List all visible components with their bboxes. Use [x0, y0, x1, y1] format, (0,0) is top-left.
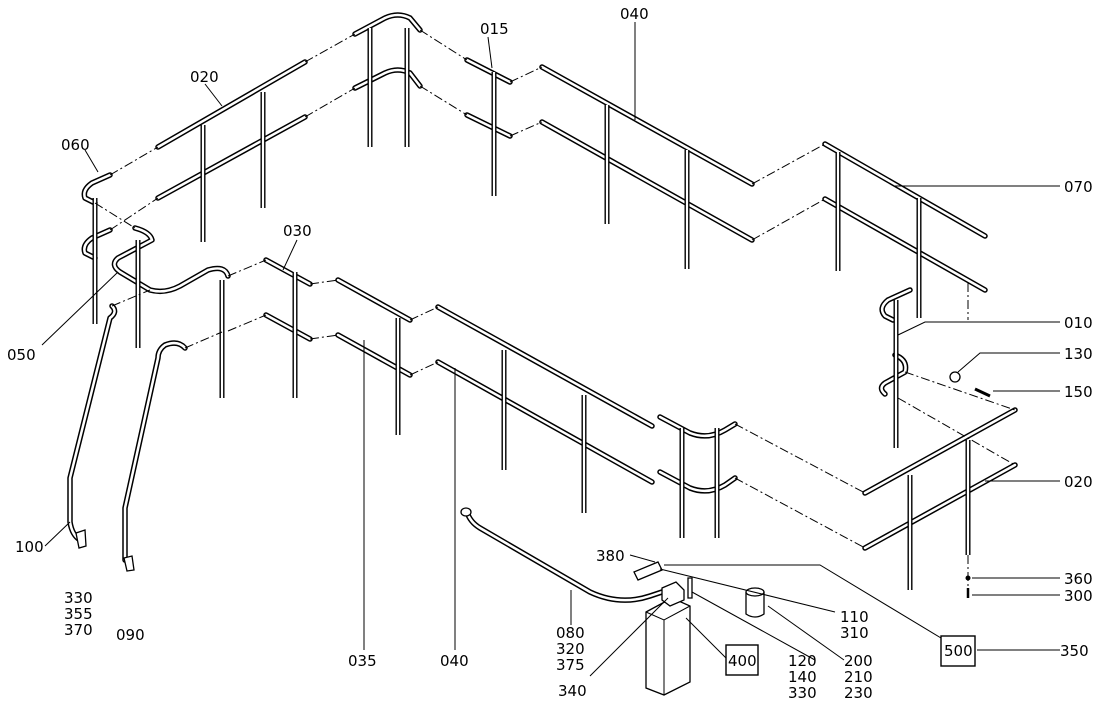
leader-lines: [41, 22, 1060, 677]
callout-330-left: 330: [64, 589, 93, 607]
callout-370: 370: [64, 621, 93, 639]
callout-150: 150: [1064, 383, 1093, 401]
callout-050: 050: [7, 346, 36, 364]
callout-015: 015: [480, 20, 509, 38]
callout-140: 140: [788, 668, 817, 686]
callout-090: 090: [116, 626, 145, 644]
callout-320: 320: [556, 640, 585, 658]
bracket-090: [123, 555, 135, 572]
callout-360: 360: [1064, 570, 1093, 588]
callout-100: 100: [15, 538, 44, 556]
callout-010: 010: [1064, 314, 1093, 332]
wall-plate-400: [645, 597, 691, 696]
callout-230: 230: [844, 684, 873, 702]
callout-400: 400: [728, 652, 757, 670]
callout-350: 350: [1060, 642, 1089, 660]
nut-360: [965, 575, 971, 581]
callout-200: 200: [844, 652, 873, 670]
callout-500: 500: [944, 642, 973, 660]
cap-130: [949, 371, 961, 383]
cylinder-200: [745, 592, 765, 618]
callout-035: 035: [348, 652, 377, 670]
callout-310: 310: [840, 624, 869, 642]
callout-210: 210: [844, 668, 873, 686]
railing-structure: [67, 12, 1018, 603]
callout-030: 030: [283, 222, 312, 240]
callout-340: 340: [558, 682, 587, 700]
callout-120: 120: [788, 652, 817, 670]
callout-070: 070: [1064, 178, 1093, 196]
fixing-kit-120: [661, 581, 685, 607]
callout-labels: 015 040 020 060 070 030 010 050 130 150 …: [7, 5, 1093, 702]
bracket-330-left: [75, 529, 87, 549]
callout-040-bottom: 040: [440, 652, 469, 670]
callout-500-box: [940, 635, 976, 667]
callout-300: 300: [1064, 587, 1093, 605]
callout-355: 355: [64, 605, 93, 623]
callout-375: 375: [556, 656, 585, 674]
callout-330-right: 330: [788, 684, 817, 702]
hardware-parts: [75, 371, 991, 696]
clamp-380: [633, 561, 663, 581]
rod-110: [687, 577, 693, 599]
callout-130: 130: [1064, 345, 1093, 363]
screw-150: [974, 387, 991, 398]
callout-020-right: 020: [1064, 473, 1093, 491]
end-cap-080: [460, 507, 472, 517]
callout-060: 060: [61, 136, 90, 154]
callout-400-box: [725, 644, 759, 676]
callout-110: 110: [840, 608, 869, 626]
callout-020-top: 020: [190, 68, 219, 86]
callout-380: 380: [596, 547, 625, 565]
callout-040-top: 040: [620, 5, 649, 23]
callout-080: 080: [556, 624, 585, 642]
